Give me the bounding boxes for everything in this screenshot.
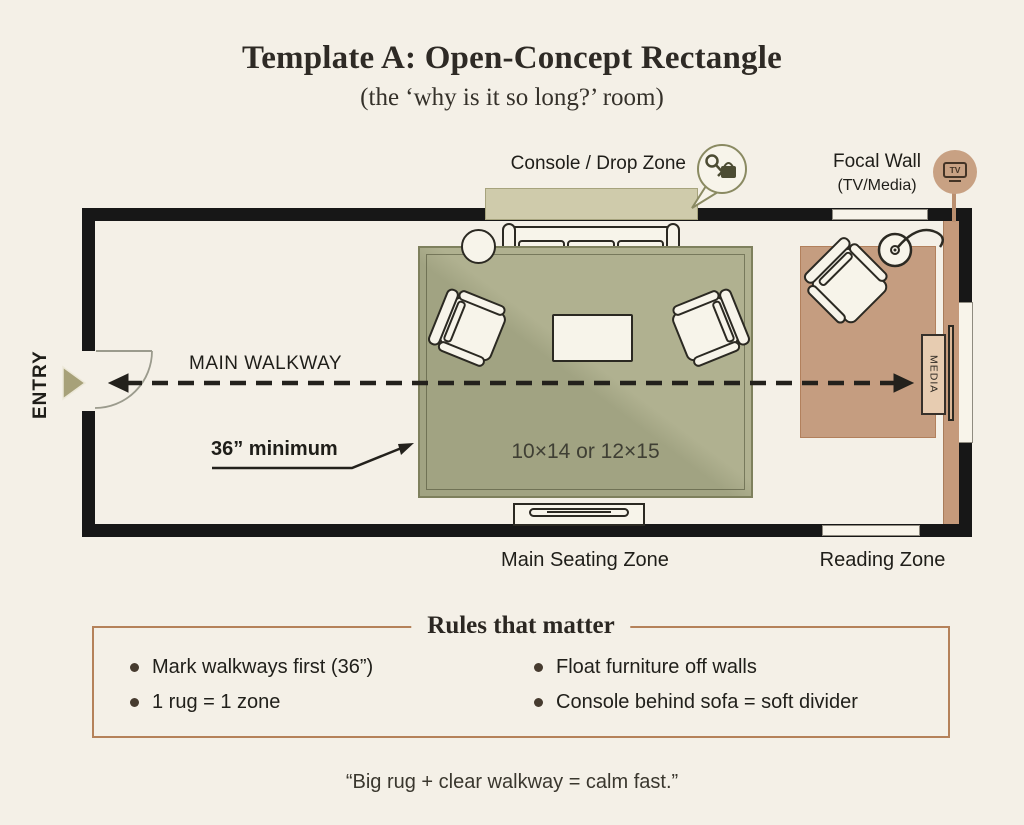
rug-size-label: 10×14 or 12×15 <box>511 440 660 463</box>
rules-box: Rules that matter Mark walkways first (3… <box>92 612 950 738</box>
rules-column-left: Mark walkways first (36”) 1 rug = 1 zone <box>130 656 373 714</box>
entry-label: ENTRY <box>30 350 51 420</box>
clearance-label: 36” minimum <box>211 438 338 460</box>
bullet-icon <box>534 663 543 672</box>
bullet-icon <box>130 663 139 672</box>
rule-text: Console behind sofa = soft divider <box>556 691 858 713</box>
focal-wall-label: Focal Wall <box>833 151 921 172</box>
rule-item: Console behind sofa = soft divider <box>534 691 858 714</box>
tv-icon-label: TV <box>949 165 961 175</box>
tv-icon: TV <box>943 162 967 178</box>
reading-zone-label: Reading Zone <box>819 549 946 571</box>
window-bottom-wall <box>822 525 920 536</box>
bottom-quote: “Big rug + clear walkway = calm fast.” <box>345 771 679 793</box>
window-right-wall <box>957 302 973 443</box>
rules-column-right: Float furniture off walls Console behind… <box>534 656 858 714</box>
rules-title: Rules that matter <box>411 612 631 640</box>
media-label: MEDIA <box>927 355 940 394</box>
focal-wall-sublabel: (TV/Media) <box>837 177 917 194</box>
media-console: MEDIA <box>921 334 946 415</box>
rule-item: Mark walkways first (36”) <box>130 656 373 679</box>
bench-bottom-wall <box>513 503 645 526</box>
page-title: Template A: Open-Concept Rectangle <box>242 40 782 76</box>
page-subtitle: (the ‘why is it so long?’ room) <box>360 84 664 111</box>
rule-text: Mark walkways first (36”) <box>152 656 374 678</box>
tv-badge-stem <box>952 192 956 222</box>
keys-icon <box>705 154 728 178</box>
tv-badge: TV <box>933 150 977 194</box>
tv-icon-stand <box>949 180 961 182</box>
console-drop-zone <box>485 188 698 220</box>
window-top-wall <box>832 209 928 220</box>
drop-zone-bubble <box>691 144 747 209</box>
wall-mounted-tv <box>948 325 954 421</box>
entry-door-opening <box>79 351 98 411</box>
rule-item: 1 rug = 1 zone <box>130 691 373 714</box>
rule-item: Float furniture off walls <box>534 656 858 679</box>
console-drop-zone-label: Console / Drop Zone <box>510 153 686 174</box>
bench-tray <box>529 508 629 517</box>
rule-text: Float furniture off walls <box>556 656 757 678</box>
bullet-icon <box>130 698 139 707</box>
rule-text: 1 rug = 1 zone <box>152 691 281 713</box>
wall-bottom <box>82 524 972 537</box>
bullet-icon <box>534 698 543 707</box>
coffee-table <box>552 314 633 362</box>
bag-icon <box>721 162 736 178</box>
main-seating-rug <box>418 246 753 498</box>
main-seating-zone-label: Main Seating Zone <box>501 549 669 571</box>
door-swing <box>94 350 153 409</box>
main-walkway-label: MAIN WALKWAY <box>189 353 343 374</box>
round-side-table <box>461 229 496 264</box>
